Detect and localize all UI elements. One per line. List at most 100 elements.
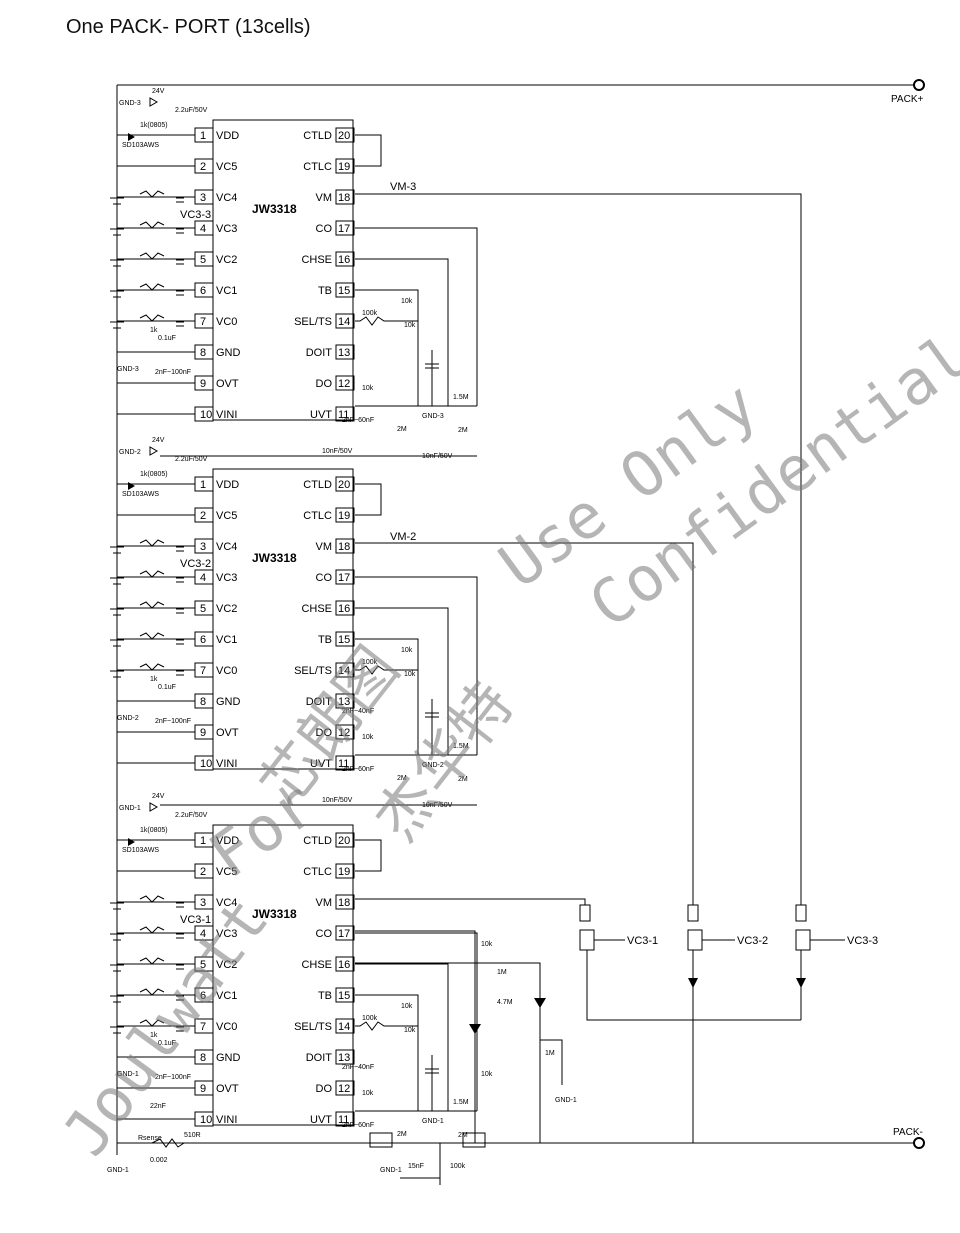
pin-box-right (335, 1080, 355, 1096)
pin-box-right (335, 631, 355, 647)
pin-box-right (335, 344, 355, 360)
pin-number: 1 (200, 479, 206, 491)
pin-name: VDD (216, 130, 239, 142)
pin-name: VC2 (216, 603, 237, 615)
pin-number: 3 (200, 897, 206, 909)
svg-text:GND-1: GND-1 (555, 1097, 577, 1104)
pin-name: CO (316, 928, 333, 940)
do-cap-label: 2nF~40nF (342, 708, 374, 715)
pin-box-right (335, 925, 355, 941)
svg-text:GND-1: GND-1 (107, 1167, 129, 1174)
res-label: 1k(0805) (140, 122, 168, 129)
pin-box-right (335, 693, 355, 709)
cell-symbol (110, 995, 124, 1003)
ctl-loop (355, 483, 382, 516)
pin-number: 14 (338, 665, 350, 677)
cell-symbol (110, 639, 124, 647)
capacitor (176, 608, 184, 614)
cell-symbol (110, 546, 124, 554)
pin-number: 12 (338, 1083, 350, 1095)
pin-name: OVT (216, 1083, 239, 1095)
svg-text:GND-1: GND-1 (380, 1167, 402, 1174)
uvt-cap-label: 2nF~60nF (342, 417, 374, 424)
svg-text:100k: 100k (450, 1163, 466, 1170)
res-label: 1k(0805) (140, 471, 168, 478)
c10n-label: 10nF/50V (322, 797, 353, 804)
pin-name: TB (318, 634, 332, 646)
page-title: One PACK- PORT (13cells) (66, 16, 311, 38)
pin-name: CTLD (303, 479, 332, 491)
r2m-label: 2M (397, 775, 407, 782)
pin-box-right (335, 476, 355, 492)
cap-label: 2.2uF/50V (175, 107, 208, 114)
res-label: 1k(0805) (140, 827, 168, 834)
svg-text:510R: 510R (184, 1132, 201, 1139)
r100k-label: 100k (362, 659, 378, 666)
pin-box-right (335, 406, 355, 422)
pin-number: 13 (338, 347, 350, 359)
c01-label: 0.1uF (158, 684, 176, 691)
pin-number: 4 (200, 572, 206, 584)
capacitor (176, 995, 184, 1001)
gnd-label: GND-3 (422, 413, 444, 420)
r2m-label: 2M (397, 426, 407, 433)
pin-name: VC0 (216, 316, 237, 328)
pin-number: 1 (200, 130, 206, 142)
pin-name: CHSE (301, 603, 332, 615)
pin-name: VM (316, 897, 333, 909)
pin-number: 13 (338, 696, 350, 708)
vc3-2-mosfet: VC3-2 (687, 904, 768, 1143)
chip-label: JW3318 (252, 907, 297, 921)
co-wire (355, 227, 478, 406)
chip-label: JW3318 (252, 202, 297, 216)
uvt-cap-label: 2nF~60nF (342, 766, 374, 773)
gnd-label: GND-1 (422, 1118, 444, 1125)
pin-number: 15 (338, 990, 350, 1002)
jw3318-chip (212, 824, 354, 1126)
pin-number: 16 (338, 254, 350, 266)
sel-ts-resistor (355, 665, 418, 675)
ovt-cap-label: 2nF~100nF (155, 369, 191, 376)
chse-wire (355, 963, 449, 1111)
capacitor (176, 577, 184, 583)
pin-box-right (335, 662, 355, 678)
pin-name: UVT (310, 758, 332, 770)
r10k-label: 10k (362, 734, 374, 741)
diode-symbol (128, 133, 135, 141)
pack-plus-terminal[interactable] (913, 79, 925, 91)
vc3-label: VC3-1 (180, 914, 211, 926)
tb-cap (425, 1055, 439, 1111)
pin-number: 8 (200, 696, 206, 708)
r100k-label: 100k (362, 1015, 378, 1022)
resistor (139, 926, 165, 934)
pin-number: 9 (200, 727, 206, 739)
vm-1-line (355, 898, 586, 905)
pin-number: 17 (338, 928, 350, 940)
pin-name: DO (316, 1083, 333, 1095)
cell-symbol (110, 933, 124, 941)
pin-name: VC3 (216, 223, 237, 235)
gnd-label: GND-3 (117, 366, 139, 373)
zener-label: 24V (152, 793, 165, 800)
pin-name: CTLC (303, 161, 332, 173)
pin-name: OVT (216, 378, 239, 390)
pin-name: VC3 (216, 572, 237, 584)
diode-label: SD103AWS (122, 142, 159, 149)
r10k-label: 10k (404, 1027, 416, 1034)
pin-name: VINI (216, 758, 237, 770)
cell-symbol (110, 259, 124, 267)
pin-number: 10 (200, 409, 212, 421)
pin-name: UVT (310, 409, 332, 421)
pin-number: 20 (338, 835, 350, 847)
r10k-label: 10k (401, 1003, 413, 1010)
r1k-label: 1k (150, 676, 158, 683)
pin-number: 5 (200, 254, 206, 266)
pin-box-right (335, 987, 355, 1003)
pack-minus-terminal[interactable] (913, 1137, 925, 1149)
pin-number: 16 (338, 603, 350, 615)
pin-number: 6 (200, 634, 206, 646)
pin-number: 6 (200, 990, 206, 1002)
pin-name: VINI (216, 409, 237, 421)
